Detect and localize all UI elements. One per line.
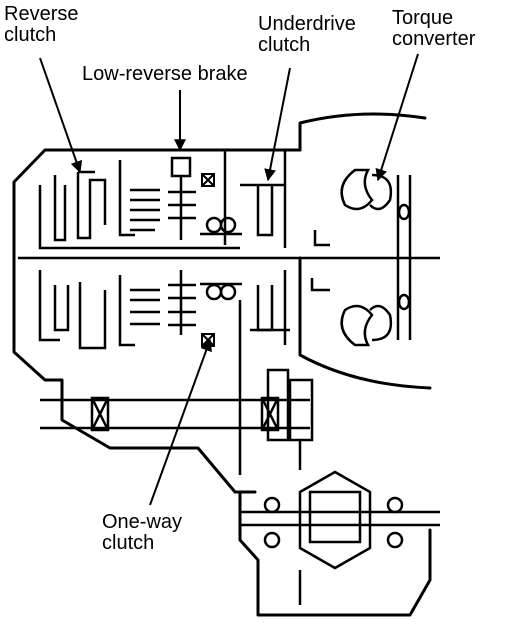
transfer-bearings xyxy=(90,368,314,470)
arrow-one-way-clutch xyxy=(149,338,212,506)
bell-housing xyxy=(298,112,427,152)
torque-converter-parts xyxy=(310,168,412,347)
arrow-underdrive-clutch xyxy=(264,67,291,182)
label-low-reverse-brake: Low-reverse brake xyxy=(82,63,248,85)
label-torque-converter: Torque converter xyxy=(392,7,476,50)
transmission-case xyxy=(12,148,302,494)
label-underdrive-clutch: Underdrive clutch xyxy=(258,13,356,56)
bell-housing-lower xyxy=(298,256,432,390)
differential-housing xyxy=(238,490,432,617)
arrow-reverse-clutch xyxy=(39,57,83,174)
upper-planet-gears xyxy=(200,216,242,236)
lower-planet-gears xyxy=(200,282,242,301)
label-reverse-clutch: Reverse clutch xyxy=(4,3,79,46)
lower-clutch-group xyxy=(38,270,290,475)
arrow-torque-converter xyxy=(375,53,419,182)
label-one-way-clutch: One-way clutch xyxy=(102,511,183,554)
leader-lines xyxy=(39,53,419,506)
upper-one-way-block xyxy=(201,173,215,187)
differential-parts xyxy=(263,470,404,605)
